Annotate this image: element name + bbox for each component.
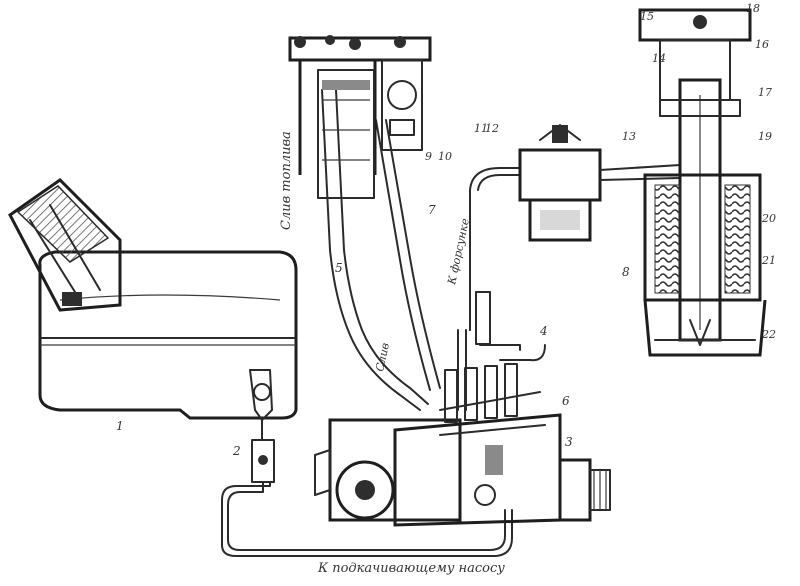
label-11: 11 xyxy=(474,122,488,135)
label-1: 1 xyxy=(116,419,124,433)
label-5: 5 xyxy=(335,261,343,275)
tank-filler-neck xyxy=(8,178,122,312)
fine-filter xyxy=(288,35,432,199)
label-17: 17 xyxy=(758,86,772,99)
label-6: 6 xyxy=(562,394,570,408)
label-4: 4 xyxy=(539,324,548,338)
caption-to-injector: К форсунке xyxy=(445,217,472,287)
label-7: 7 xyxy=(428,203,436,217)
label-10: 10 xyxy=(438,150,452,163)
label-22: 22 xyxy=(761,328,776,341)
caption-return: Слив xyxy=(373,342,392,373)
injector-assembly xyxy=(638,8,767,357)
fuel-tap xyxy=(249,369,275,483)
label-12: 12 xyxy=(485,122,499,135)
label-9: 9 xyxy=(425,150,432,163)
caption-fuel-drain: Слив топлива xyxy=(279,131,294,230)
label-2: 2 xyxy=(232,444,241,458)
captions: К подкачивающему насосу Слив топлива Сли… xyxy=(279,131,505,576)
label-19: 19 xyxy=(758,130,772,143)
pressure-valve xyxy=(518,124,681,242)
label-8: 8 xyxy=(622,265,630,279)
label-16: 16 xyxy=(755,38,769,51)
label-14: 14 xyxy=(652,52,666,65)
label-20: 20 xyxy=(761,212,776,225)
injection-pump xyxy=(314,363,611,527)
label-18: 18 xyxy=(746,2,760,15)
label-13: 13 xyxy=(622,130,636,143)
label-21: 21 xyxy=(761,254,776,267)
fuel-tank xyxy=(38,250,298,420)
fuel-lines xyxy=(221,89,546,557)
label-3: 3 xyxy=(565,435,573,449)
caption-to-pump: К подкачивающему насосу xyxy=(317,561,505,576)
label-15: 15 xyxy=(640,10,654,23)
part-labels: 1 2 3 4 5 6 7 8 9 10 11 12 13 14 15 16 1… xyxy=(116,2,776,458)
